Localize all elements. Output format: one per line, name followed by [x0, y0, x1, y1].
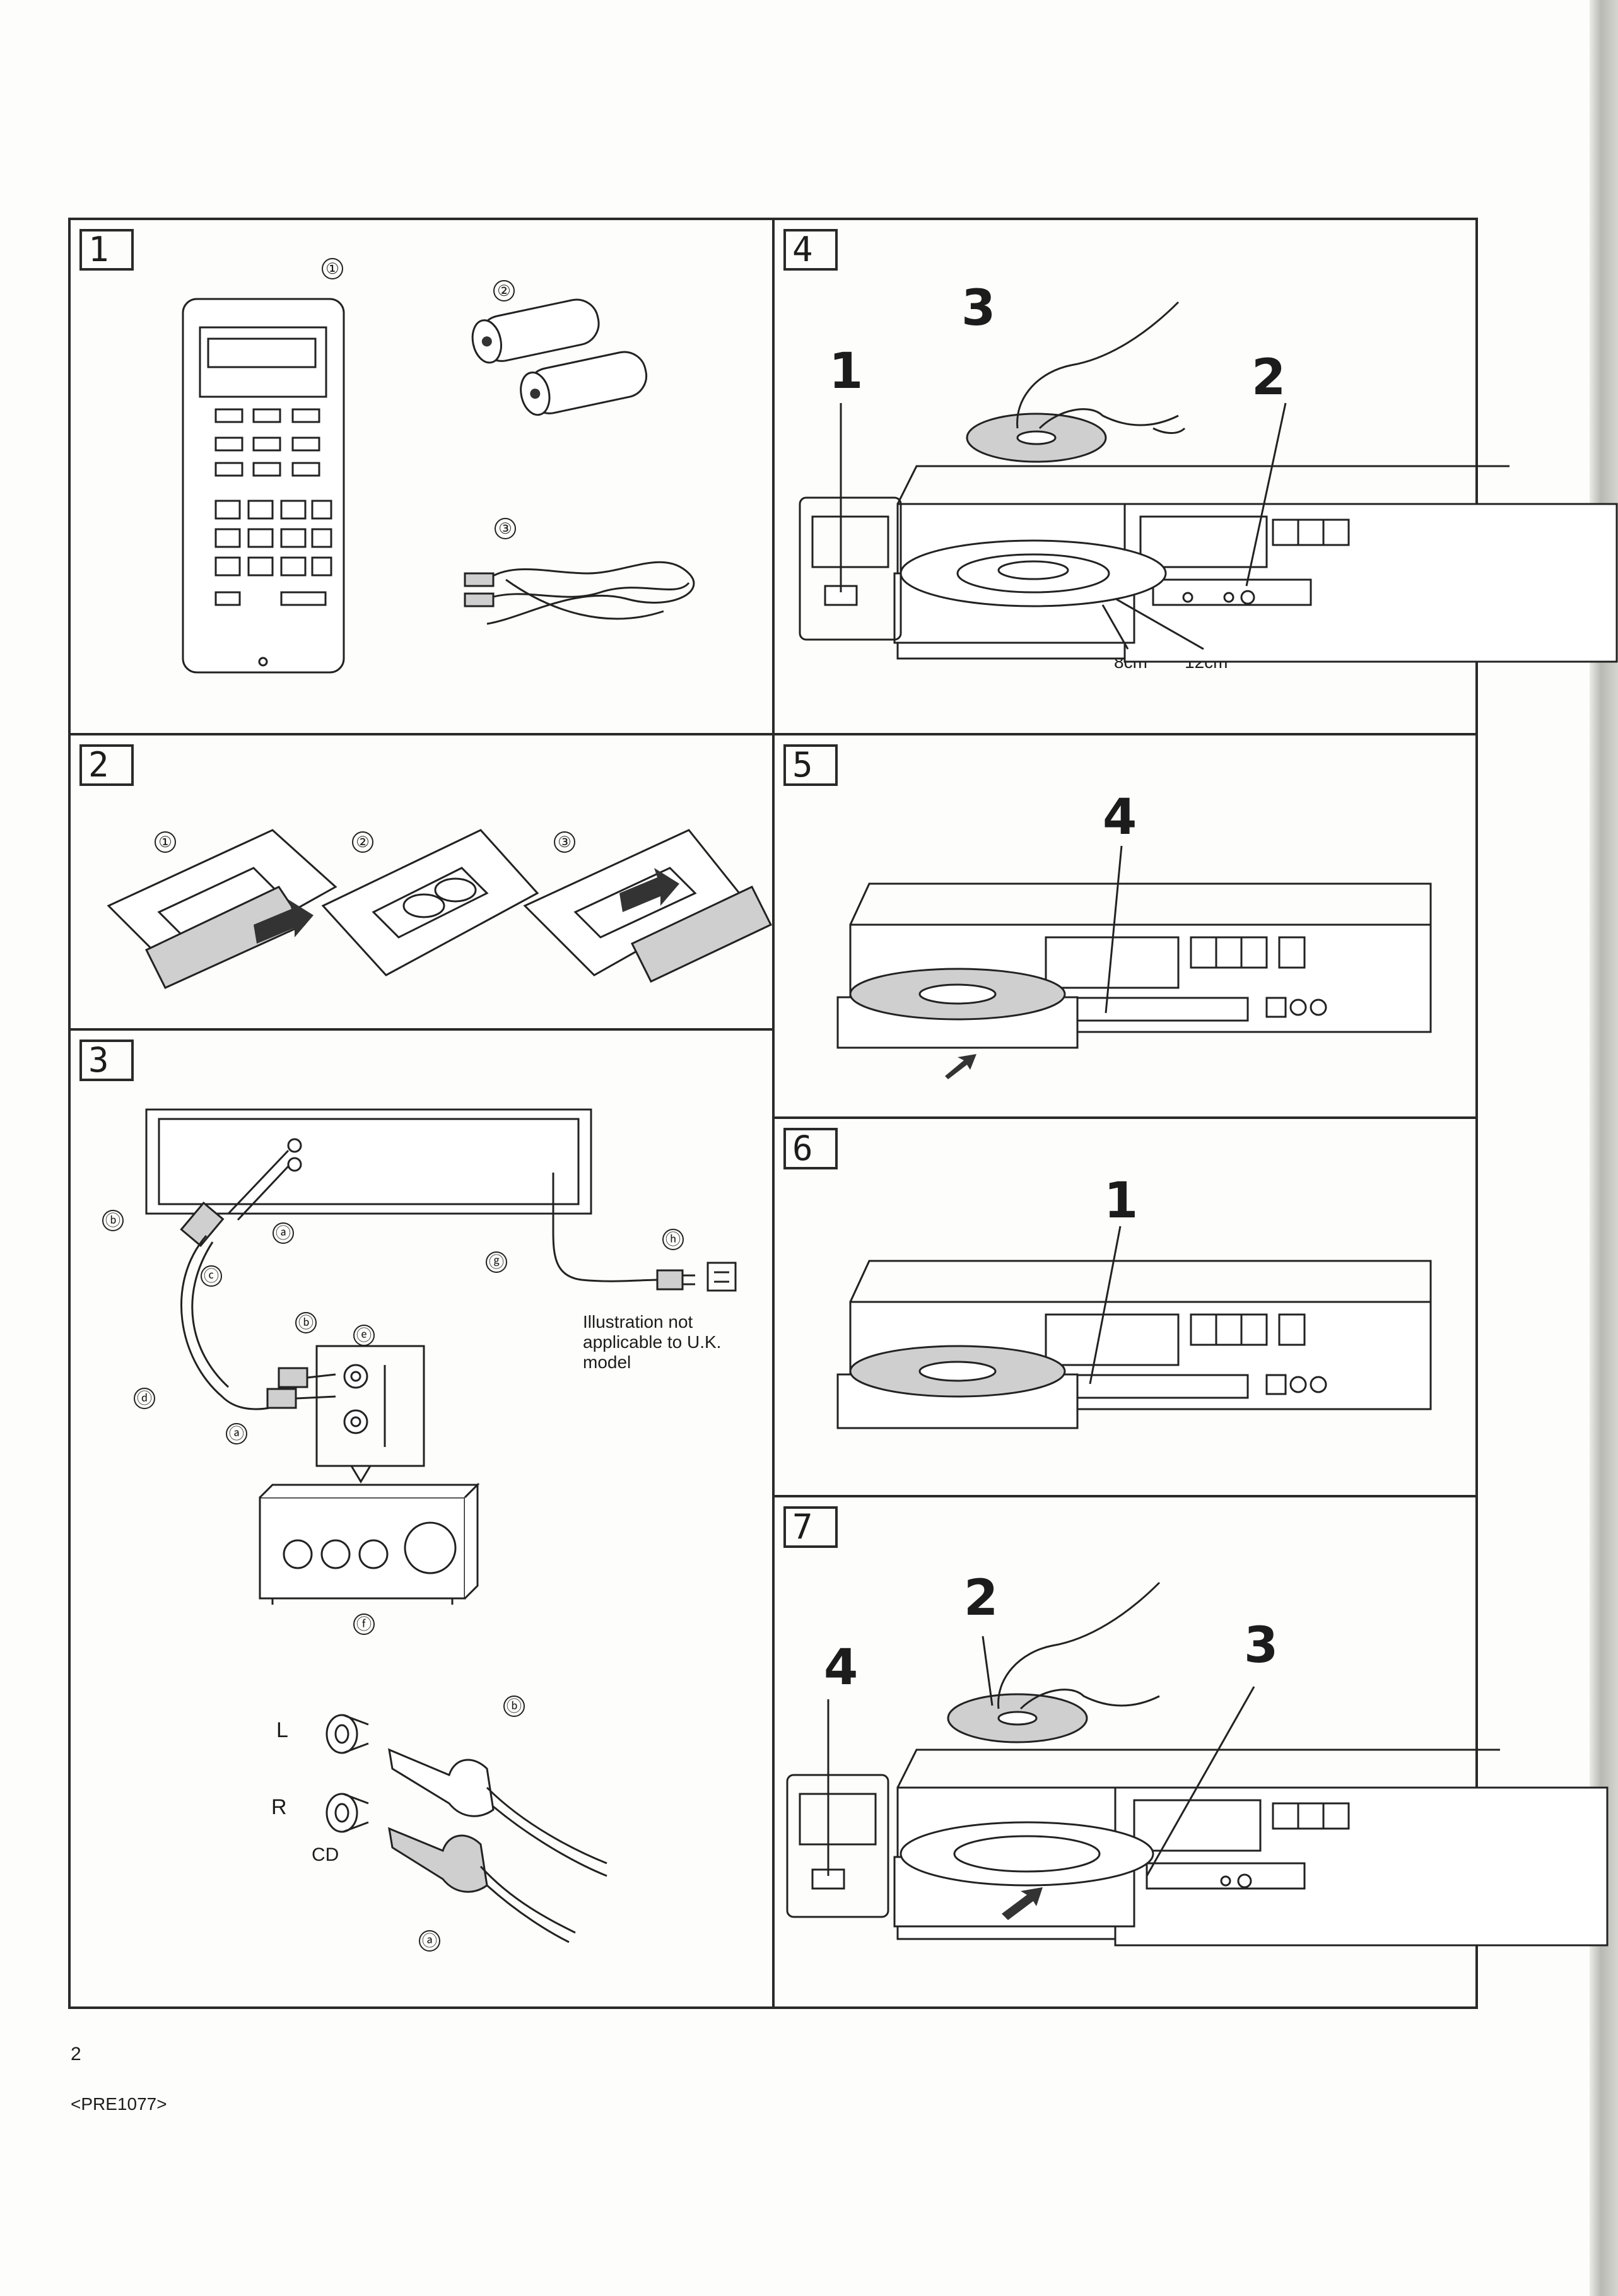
push-arrow — [1002, 1887, 1043, 1920]
step-number: 5 — [783, 744, 838, 786]
item-label: ② — [493, 280, 515, 302]
label-c: ⓒ — [201, 1265, 222, 1287]
panel-7: 7 2 3 4 — [775, 1497, 1609, 2009]
disc-tray — [893, 1821, 1154, 1928]
accessories-illustration — [182, 298, 695, 674]
step-number: 7 — [783, 1506, 838, 1548]
amplifier-input-detail — [315, 1345, 425, 1484]
panel-2: 2 ① ② ③ — [71, 735, 773, 1028]
callout-leader — [1146, 1686, 1255, 1877]
label-a: ⓐ — [419, 1930, 440, 1952]
item-label: ① — [155, 831, 176, 853]
push-arrow — [945, 1054, 976, 1079]
step-number: 2 — [79, 744, 134, 786]
cd-player-rear-panel — [145, 1108, 592, 1233]
item-label: ① — [322, 258, 343, 279]
callout-1: 1 — [829, 343, 864, 400]
callout-leader — [1089, 1226, 1122, 1385]
remote-control-illustration — [182, 298, 345, 674]
label-h: ⓗ — [662, 1229, 684, 1250]
label-g: ⓖ — [486, 1251, 507, 1273]
panel-5: 5 4 — [775, 735, 1478, 1116]
jack-label-cd: CD — [312, 1844, 339, 1865]
disc-tray — [893, 539, 1204, 650]
hand-with-disc — [947, 1581, 1161, 1743]
callout-1: 1 — [1104, 1173, 1139, 1229]
tray-open-illustration — [836, 1226, 1432, 1429]
column-divider — [772, 218, 775, 2009]
label-a: ⓐ — [273, 1222, 294, 1244]
callout-leader — [982, 1636, 994, 1706]
label-b: ⓑ — [295, 1312, 317, 1333]
label-b: ⓑ — [503, 1696, 525, 1717]
amplifier — [259, 1482, 480, 1605]
power-cord — [552, 1232, 737, 1292]
disc-loading-illustration — [799, 301, 1618, 663]
label-b: ⓑ — [102, 1210, 124, 1231]
item-label: ③ — [495, 518, 516, 539]
inset-detail — [799, 403, 902, 641]
connection-cable — [180, 1149, 336, 1410]
battery-illustration — [471, 298, 648, 416]
panel-4: 4 1 2 3 8cm 12cm — [775, 220, 1618, 733]
row-divider — [772, 1116, 1478, 1119]
step-number: 4 — [783, 229, 838, 271]
callout-2: 2 — [1252, 349, 1286, 406]
callout-leader — [1105, 845, 1123, 1014]
tray-close-illustration — [836, 845, 1432, 1079]
label-a: ⓐ — [226, 1423, 247, 1444]
remote-back-step2 — [321, 829, 539, 976]
jack-label-l: L — [276, 1718, 288, 1742]
audio-cable-illustration — [464, 561, 695, 625]
remote-back-step1 — [107, 829, 337, 989]
remote-back-step3 — [523, 829, 773, 983]
step-number: 1 — [79, 229, 134, 271]
disc-change-illustration — [786, 1581, 1609, 1947]
battery-insertion-illustration — [107, 829, 773, 989]
disc-tray — [836, 1345, 1079, 1429]
item-label: ② — [352, 831, 373, 853]
disc-tray — [836, 968, 1079, 1079]
step-number: 6 — [783, 1128, 838, 1169]
panel-6: 6 1 — [775, 1119, 1478, 1495]
row-divider — [772, 1495, 1478, 1497]
step-number: 3 — [79, 1040, 134, 1081]
row-divider — [68, 733, 1478, 735]
callout-2: 2 — [964, 1570, 999, 1627]
jack-label-r: R — [271, 1795, 287, 1819]
callout-3: 3 — [961, 280, 996, 337]
callout-leader — [1245, 402, 1287, 587]
label-f: ⓕ — [353, 1614, 375, 1635]
panel-3: 3 ⓑ ⓐ ⓒ ⓓ ⓑ ⓐ ⓔ ⓕ ⓖ ⓗ Illustration not a… — [71, 1031, 772, 2009]
callout-4: 4 — [1103, 789, 1137, 846]
page-number: 2 — [71, 2044, 81, 2065]
callout-4: 4 — [824, 1639, 859, 1696]
label-d: ⓓ — [134, 1388, 155, 1409]
callout-3: 3 — [1244, 1617, 1279, 1674]
plug-detail — [325, 1714, 607, 1943]
uk-model-note: Illustration not applicable to U.K. mode… — [583, 1312, 722, 1372]
connection-illustration — [145, 1108, 737, 1943]
item-label: ③ — [554, 831, 575, 853]
panel-1: 1 ① ② ③ — [71, 220, 772, 733]
inset-detail — [786, 1699, 889, 1918]
row-divider — [68, 1028, 773, 1031]
hand-with-disc — [966, 301, 1186, 463]
document-code: <PRE1077> — [71, 2094, 167, 2114]
page-edge-shadow — [1590, 0, 1618, 2296]
